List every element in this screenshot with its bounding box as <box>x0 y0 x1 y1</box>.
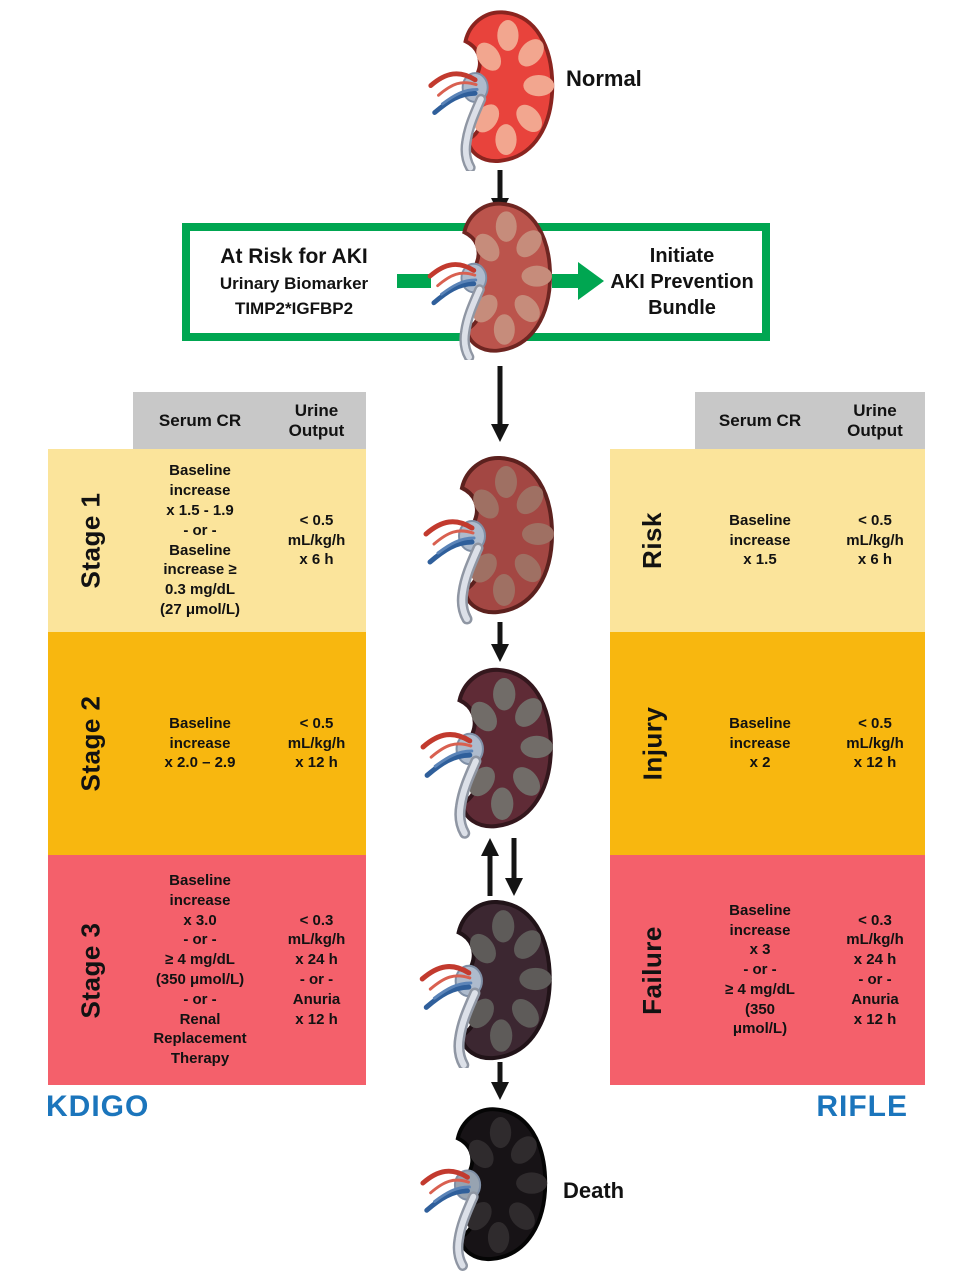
rifle-injury-serum-cr: Baseline increase x 2 <box>729 714 791 772</box>
normal-label: Normal <box>566 66 642 91</box>
down-arrow-icon <box>488 366 512 442</box>
rifle-table-header: Serum CR Urine Output <box>695 392 925 449</box>
rifle-failure-urine-output: < 0.3 mL/kg/h x 24 h - or - Anuria x 12 … <box>846 911 904 1028</box>
down-arrow-icon <box>504 838 524 896</box>
at-risk-title: At Risk for AKI <box>220 245 368 268</box>
down-arrow-icon <box>488 1062 512 1100</box>
rifle-row-failure: Failure Baseline increase x 3 - or - ≥ 4… <box>610 855 925 1085</box>
kidney-stage2-illustration <box>417 660 559 840</box>
injury-text: Injury <box>636 706 667 781</box>
kidney-normal-illustration <box>425 6 560 171</box>
kdigo-stage1-label: Stage 1 <box>48 449 133 632</box>
kdigo-table-header: Serum CR Urine Output <box>133 392 366 449</box>
kdigo-stage2-serum-cr: Baseline increase x 2.0 – 2.9 <box>164 714 236 772</box>
kdigo-stage1-urine-output: < 0.5 mL/kg/h x 6 h <box>287 511 346 569</box>
kdigo-stage2-urine-output: < 0.5 mL/kg/h x 12 h <box>287 714 346 772</box>
kidney-at-risk-illustration <box>422 198 560 360</box>
rifle-risk-serum-cr: Baseline increase x 1.5 <box>729 511 791 569</box>
rifle-failure-label: Failure <box>610 855 695 1085</box>
stage1-text: Stage 1 <box>75 492 105 589</box>
rifle-risk-urine-output: < 0.5 mL/kg/h x 6 h <box>846 511 904 569</box>
rifle-injury-urine-output: < 0.5 mL/kg/h x 12 h <box>846 714 904 772</box>
prevention-line-2: AKI Prevention <box>610 270 754 293</box>
kdigo-stage3-urine-output: < 0.3 mL/kg/h x 24 h - or - Anuria x 12 … <box>287 911 346 1028</box>
rifle-failure-serum-cr: Baseline increase x 3 - or - ≥ 4 mg/dL (… <box>725 901 795 1038</box>
kidney-stage1-illustration <box>420 448 560 626</box>
green-right-arrow-tail <box>552 274 578 288</box>
green-connector-bar <box>397 274 431 288</box>
rifle-risk-label: Risk <box>610 449 695 632</box>
biomarker-name-label: TIMP2*IGFBP2 <box>234 299 354 318</box>
rifle-row-injury: Injury Baseline increase x 2 < 0.5 mL/kg… <box>610 632 925 855</box>
rifle-header-urine-output: Urine Output <box>847 401 903 440</box>
stage3-text: Stage 3 <box>75 922 105 1018</box>
kdigo-stage1-serum-cr: Baseline increase x 1.5 - 1.9 - or - Bas… <box>159 462 241 618</box>
rifle-header-serum-cr: Serum CR <box>718 410 802 430</box>
down-arrow-icon <box>488 622 512 662</box>
rifle-injury-label: Injury <box>610 632 695 855</box>
at-risk-text: At Risk for AKI Urinary Biomarker TIMP2*… <box>190 233 398 331</box>
kdigo-row-stage2: Stage 2 Baseline increase x 2.0 – 2.9 < … <box>48 632 366 855</box>
risk-text: Risk <box>636 512 667 569</box>
stage2-text: Stage 2 <box>75 695 105 792</box>
prevention-line-1: Initiate <box>649 244 715 267</box>
rifle-row-risk: Risk Baseline increase x 1.5 < 0.5 mL/kg… <box>610 449 925 632</box>
kidney-death-illustration <box>417 1100 553 1272</box>
up-arrow-icon <box>480 838 500 896</box>
kdigo-stage3-label: Stage 3 <box>48 855 133 1085</box>
kdigo-row-stage1: Stage 1 Baseline increase x 1.5 - 1.9 - … <box>48 449 366 632</box>
rifle-title: RIFLE <box>816 1090 908 1123</box>
kdigo-stage2-label: Stage 2 <box>48 632 133 855</box>
green-right-arrow-icon <box>578 262 604 300</box>
kdigo-stage3-serum-cr: Baseline increase x 3.0 - or - ≥ 4 mg/dL… <box>153 872 247 1068</box>
kdigo-header-serum-cr: Serum CR <box>158 410 242 430</box>
kdigo-header-urine-output: Urine Output <box>288 401 345 440</box>
prevention-bundle-text: Initiate AKI Prevention Bundle <box>600 233 764 331</box>
failure-text: Failure <box>637 925 667 1015</box>
urinary-biomarker-label: Urinary Biomarker <box>219 274 369 293</box>
kidney-stage3-illustration <box>415 896 559 1068</box>
prevention-line-3: Bundle <box>648 296 716 319</box>
death-label: Death <box>563 1178 625 1203</box>
kdigo-row-stage3: Stage 3 Baseline increase x 3.0 - or - ≥… <box>48 855 366 1085</box>
kdigo-title: KDIGO <box>46 1090 150 1123</box>
